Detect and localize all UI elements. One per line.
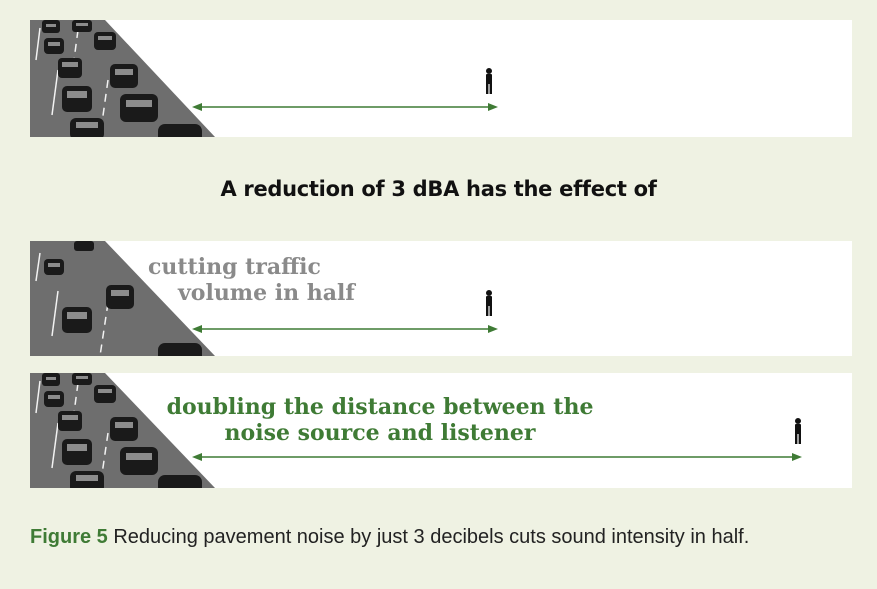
baseline-scene — [30, 20, 498, 137]
scene-panel-half-traffic: cutting traffic volume in half — [30, 241, 852, 356]
half-traffic-scene — [30, 241, 498, 356]
person-icon — [486, 290, 492, 316]
double-distance-label-line2: noise source and listener — [224, 420, 536, 446]
double-distance-scene — [30, 373, 802, 488]
half-traffic-label-line2: volume in half — [178, 280, 355, 306]
scene-panel-baseline — [30, 20, 852, 137]
double-arrow-icon — [192, 325, 498, 333]
figure-caption: Figure 5 Reducing pavement noise by just… — [30, 523, 850, 551]
double-arrow-icon — [192, 103, 498, 111]
double-arrow-icon — [192, 453, 802, 461]
car-window-highlights — [48, 263, 129, 319]
car-window-highlights — [46, 376, 152, 481]
scene-panel-double-distance: doubling the distance between the noise … — [30, 373, 852, 488]
car-window-highlights — [46, 23, 152, 128]
caption-text: Reducing pavement noise by just 3 decibe… — [107, 526, 750, 548]
person-icon — [795, 418, 801, 444]
figure-number: Figure 5 — [30, 526, 108, 548]
page-title: A reduction of 3 dBA has the effect of — [220, 177, 657, 201]
person-icon — [486, 68, 492, 94]
half-traffic-label-line1: cutting traffic — [148, 254, 321, 280]
double-distance-label-line1: doubling the distance between the — [166, 394, 594, 420]
